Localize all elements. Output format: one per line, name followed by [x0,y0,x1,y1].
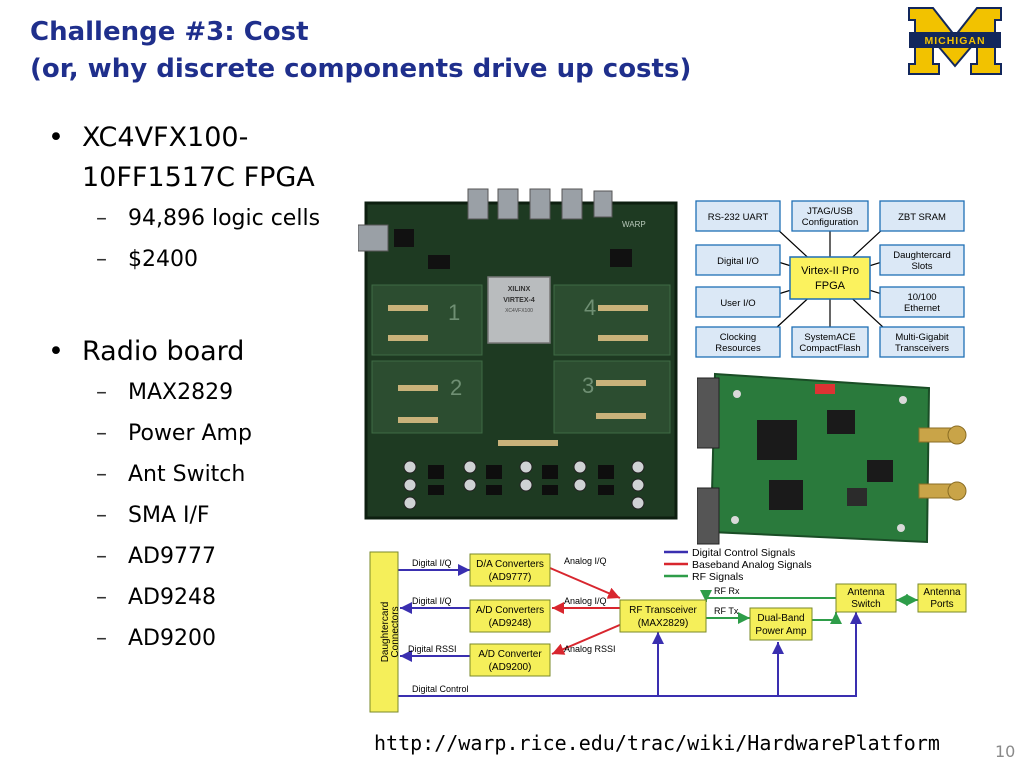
block-label: RF Transceiver [629,605,697,616]
block-label: Antenna [923,587,961,598]
fpga-peripheral-box [879,200,965,232]
chip-text: XC4VFX100 [505,308,533,314]
signal-label: Analog I/Q [564,596,607,606]
signal-label: Analog RSSI [564,644,616,654]
fpga-peripheral-label: ZBT SRAM [898,212,946,223]
daughtercard-connectors-block [369,551,399,713]
signal-label: Digital I/Q [412,558,452,568]
quadrant-label: 1 [448,300,460,325]
fpga-peripheral-box [695,244,781,276]
block-label: (MAX2829) [638,618,689,629]
fpga-peripheral-box [791,326,869,358]
block-label: (AD9248) [489,618,532,629]
radio-board-photo [697,372,967,545]
block-label: (AD9200) [489,662,532,673]
connector-label: Daughtercard [380,602,391,663]
signal-label: RF Tx [714,606,739,616]
title-line-2: (or, why discrete components drive up co… [30,54,692,84]
michigan-logo: MICHIGAN [908,7,1002,75]
fpga-peripheral-label: SystemACE [804,332,855,343]
signal-label: Digital RSSI [408,644,457,654]
slide-title: Challenge #3: Cost (or, why discrete com… [30,14,691,88]
fpga-center-text: FPGA [815,280,846,292]
sub-bullet: –AD9200 [96,626,216,651]
fpga-peripheral-label: Ethernet [904,303,940,314]
legend-label: Baseband Analog Signals [692,559,812,571]
sub-bullet: –Ant Switch [96,462,246,487]
rssi-adc-block [469,643,551,677]
adc-block [469,599,551,633]
fpga-peripheral-label: Clocking [720,332,756,343]
signal-label: Digital I/Q [412,596,452,606]
dac-block [469,553,551,587]
fpga-peripheral-box [695,200,781,232]
block-label: D/A Converters [476,559,544,570]
fpga-peripheral-box [879,286,965,318]
fpga-peripheral-label: User I/O [720,298,755,309]
bullet-radio-board: •Radio board [48,336,245,367]
antenna-ports-block [917,583,967,613]
fpga-peripheral-label: Multi-Gigabit [895,332,949,343]
block-label: (AD9777) [489,572,532,583]
chip-text: VIRTEX-4 [503,297,535,304]
fpga-peripheral-label: Resources [715,343,761,354]
signal-label: Digital Control [412,684,469,694]
fpga-peripheral-label: Configuration [802,217,859,228]
fpga-board-photo: 1 4 2 3 XILINX VIRTEX-4 XC4VFX100 WARP [358,188,678,520]
fpga-center-text: Virtex-II Pro [801,265,859,277]
sub-bullet: –94,896 logic cells [96,206,321,231]
quadrant-label: 3 [582,373,594,398]
block-label: Antenna [847,587,885,598]
power-amp-block [749,607,813,641]
sub-bullet: –SMA I/F [96,503,210,528]
fpga-peripheral-label: CompactFlash [799,343,860,354]
block-label: Ports [930,599,953,610]
radio-block-diagram: Digital Control Signals Baseband Analog … [369,547,967,713]
fpga-peripheral-label: Transceivers [895,343,949,354]
source-url[interactable]: http://warp.rice.edu/trac/wiki/HardwareP… [374,731,940,755]
quadrant-label: 4 [584,295,596,320]
sub-bullet: –$2400 [96,247,198,272]
fpga-peripheral-box [695,326,781,358]
bullet-fpga: •XC4VFX100-10FF1517C FPGA [48,122,315,193]
legend-label: Digital Control Signals [692,547,795,559]
sub-bullet: –MAX2829 [96,380,234,405]
fpga-peripheral-label: JTAG/USB [807,206,853,217]
page-number: 10 [995,742,1016,761]
fpga-peripheral-box [879,326,965,358]
connector-label: Connectors [390,606,401,657]
fpga-peripheral-label: 10/100 [907,292,936,303]
title-line-1: Challenge #3: Cost [30,17,309,47]
legend-label: RF Signals [692,571,743,583]
transceiver-block [619,599,707,633]
fpga-peripheral-box [695,286,781,318]
block-label: Dual-Band [757,613,804,624]
board-label: WARP [622,220,646,229]
sub-bullet: –Power Amp [96,421,252,446]
fpga-center-box [789,256,871,300]
block-label: A/D Converters [476,605,544,616]
signal-label: Analog I/Q [564,556,607,566]
logo-text: MICHIGAN [924,35,985,47]
fpga-peripheral-label: RS-232 UART [708,212,769,223]
fpga-peripheral-box [791,200,869,232]
block-label: Switch [851,599,880,610]
fpga-peripheral-label: Daughtercard [893,250,951,261]
block-label: A/D Converter [478,649,542,660]
fpga-peripheral-box [879,244,965,276]
sub-bullet: –AD9777 [96,544,216,569]
chip-text: XILINX [508,286,531,293]
sub-bullet: –AD9248 [96,585,216,610]
fpga-peripheral-label: Digital I/O [717,256,759,267]
antenna-switch-block [835,583,897,613]
fpga-peripheral-label: Slots [911,261,932,272]
block-label: Power Amp [755,626,807,637]
quadrant-label: 2 [450,375,462,400]
bullet-list: •XC4VFX100-10FF1517C FPGA –94,896 logic … [48,118,368,659]
signal-label: RF Rx [714,586,740,596]
